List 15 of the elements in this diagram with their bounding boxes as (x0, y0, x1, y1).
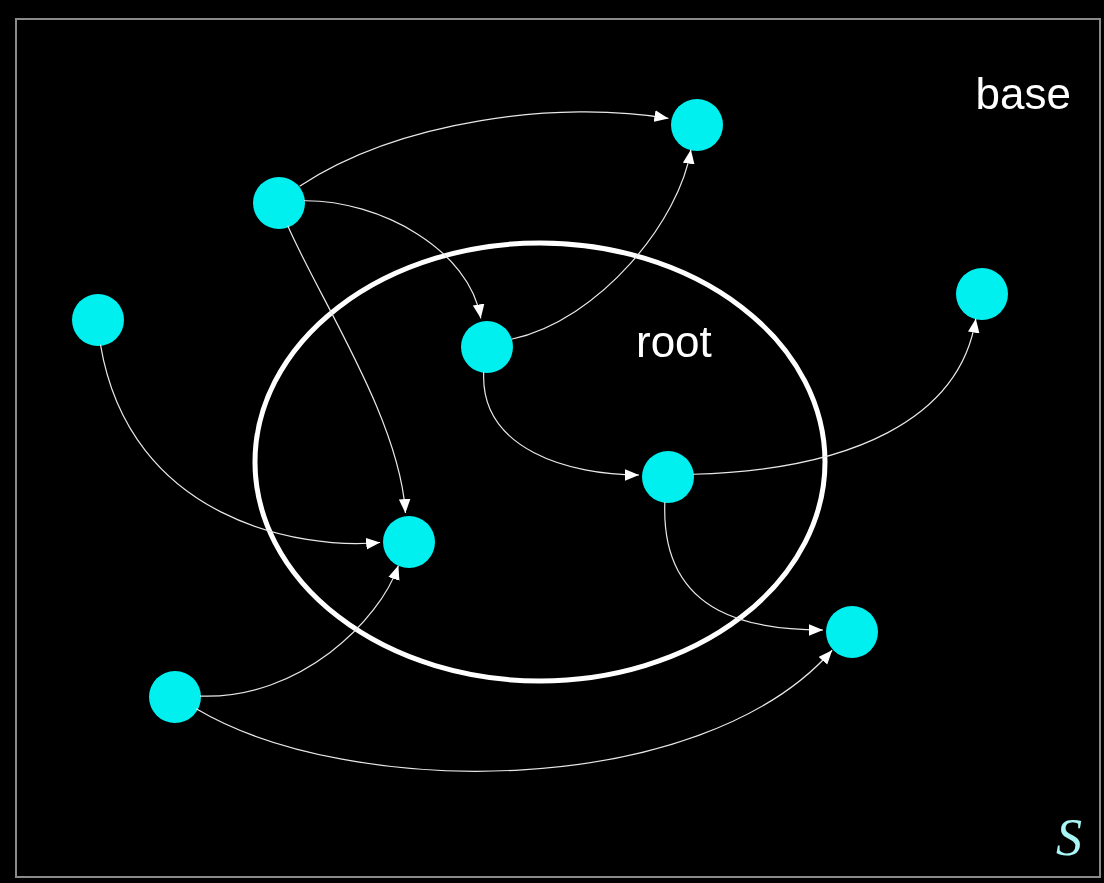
arrow (664, 501, 824, 636)
arrow (692, 318, 979, 475)
arrow (99, 344, 381, 549)
arrow (303, 200, 483, 319)
arrow (483, 371, 640, 481)
arrow (510, 149, 694, 340)
arrow (298, 110, 669, 187)
ellipse-region (252, 240, 828, 684)
symbol-label: S (1056, 812, 1082, 864)
arrow (195, 649, 833, 772)
region-label: root (636, 320, 712, 364)
frame-box (15, 18, 1101, 878)
region-label: base (975, 72, 1071, 116)
arrow (199, 565, 399, 697)
arrow (287, 225, 410, 514)
